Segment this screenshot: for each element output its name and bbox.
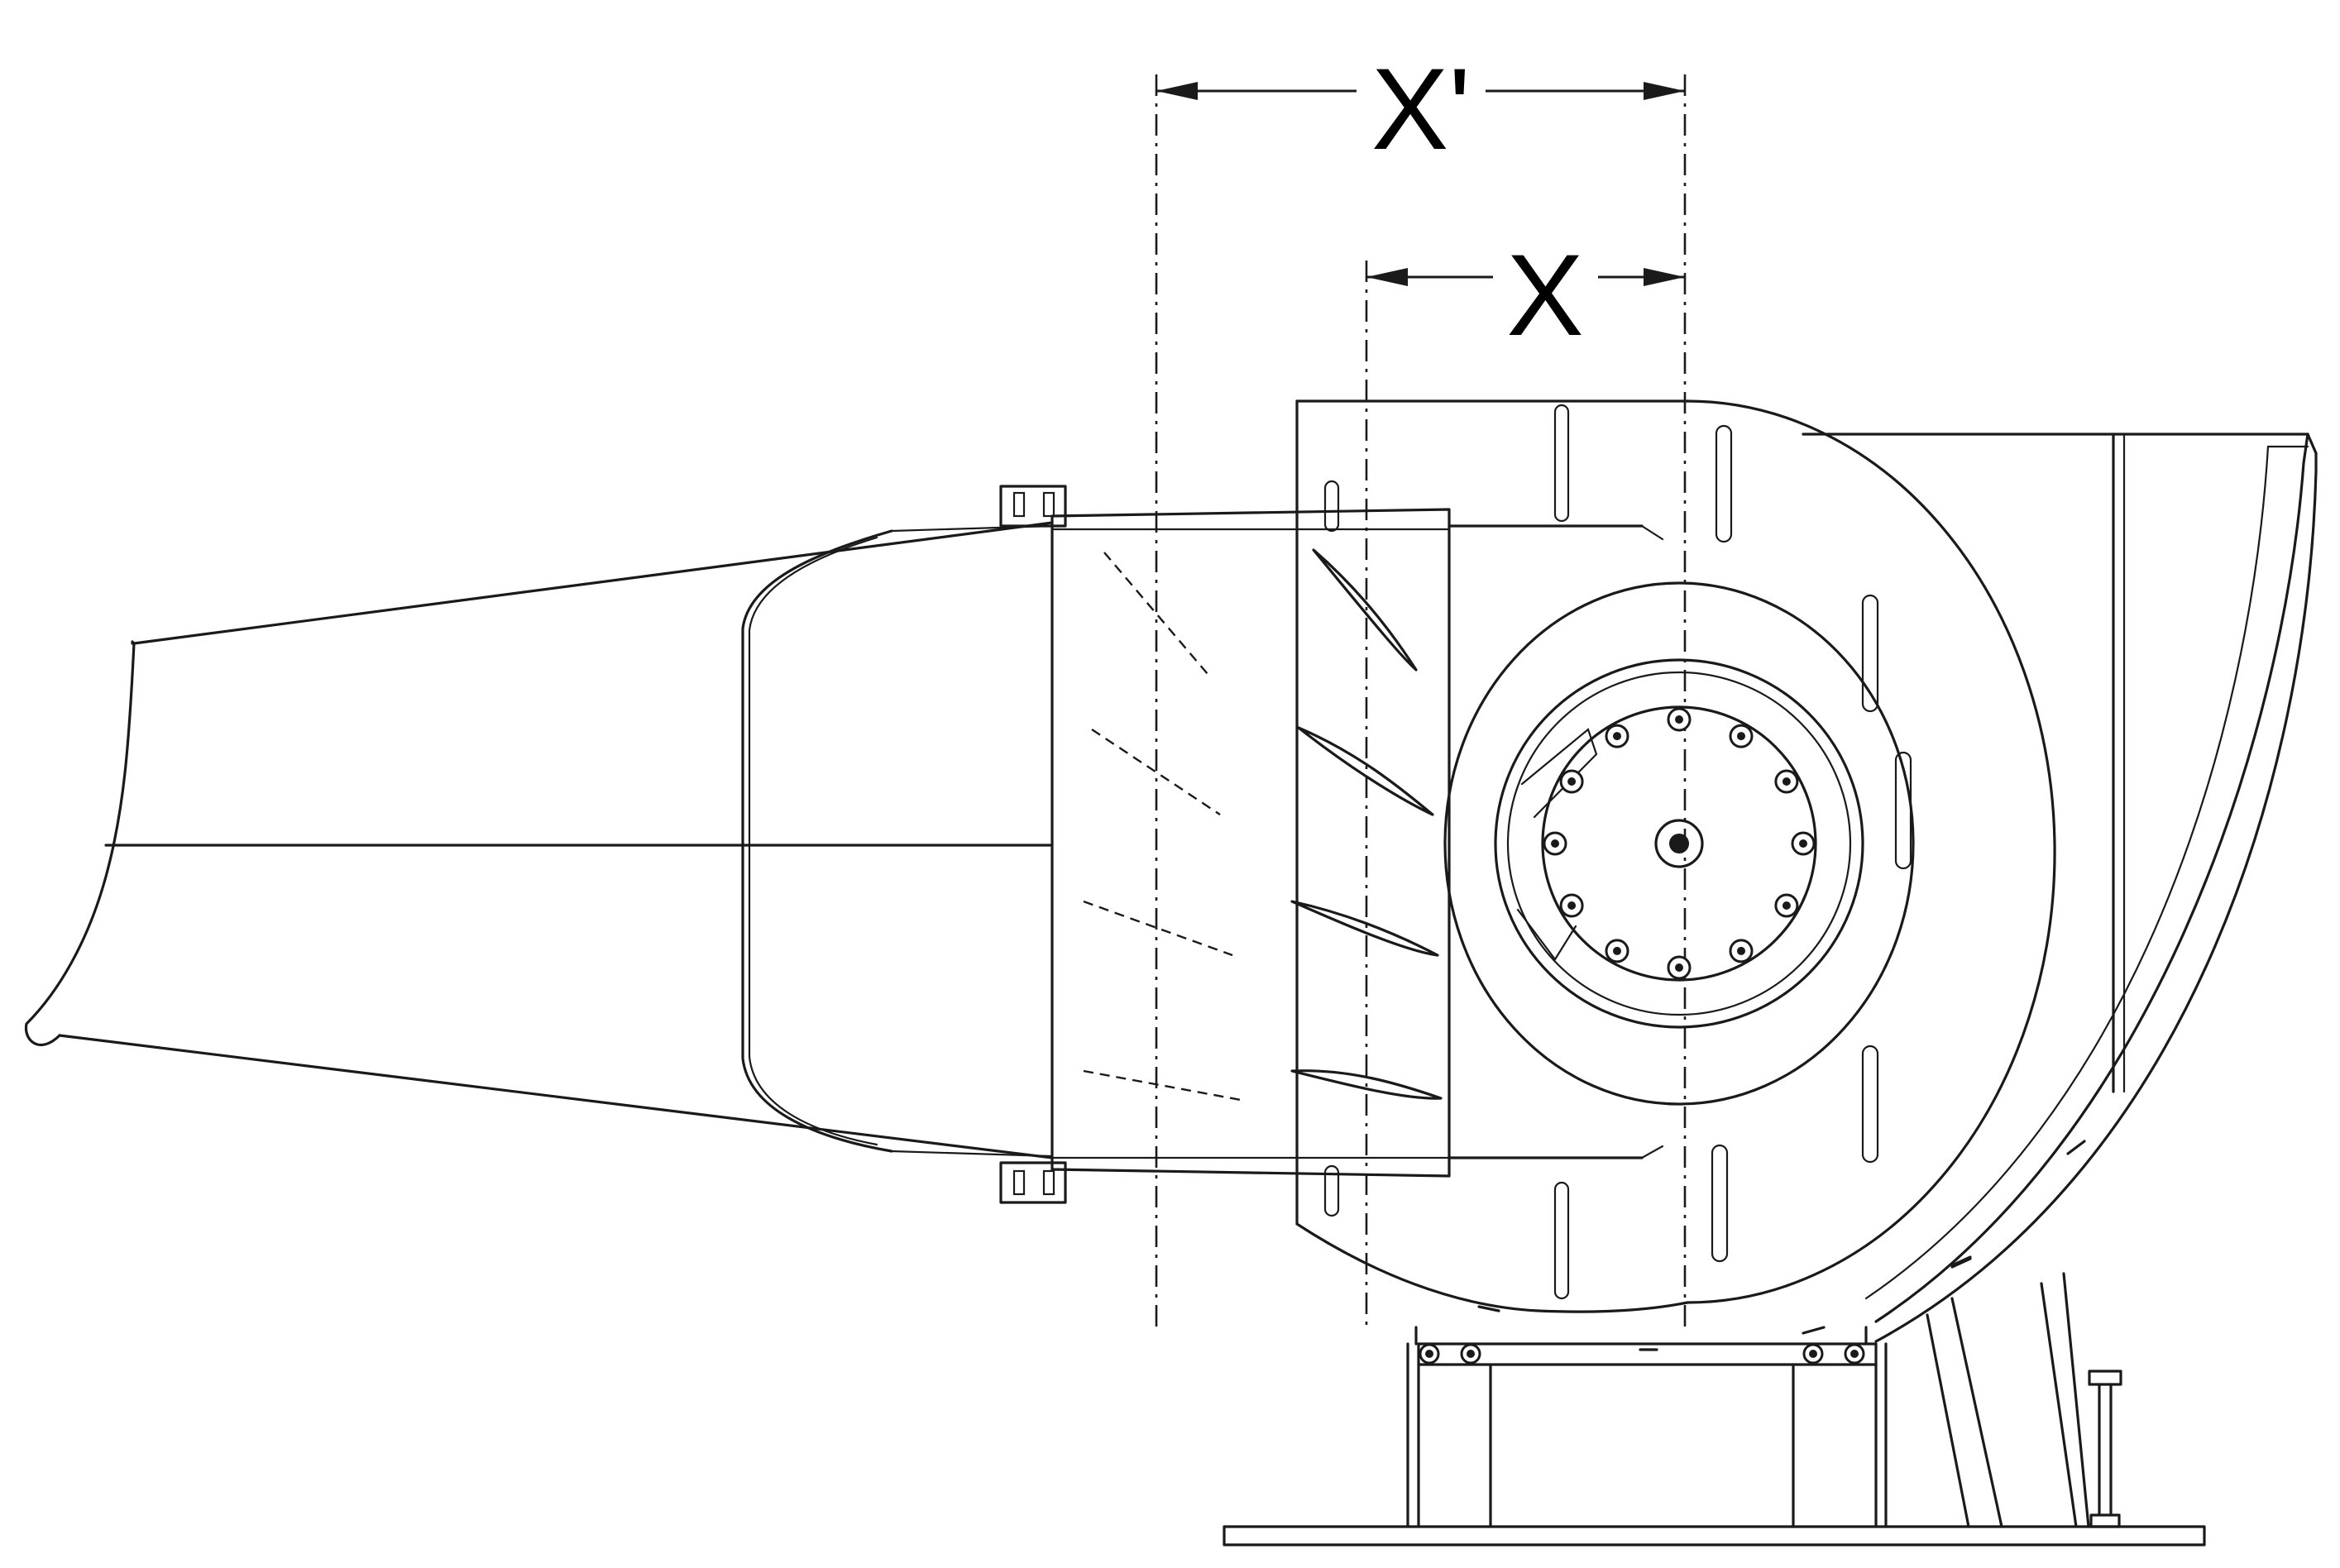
base-bolt-center bbox=[1809, 1350, 1817, 1358]
hub-bolt-center bbox=[1782, 777, 1791, 786]
inlet-vane-3 bbox=[1290, 900, 1439, 957]
inlet-vane-4 bbox=[1290, 1069, 1443, 1100]
inlet-vane-box bbox=[1050, 508, 1664, 1178]
support-base bbox=[1223, 1140, 2206, 1546]
outlet-duct bbox=[1802, 433, 2318, 1343]
base-bolt-center bbox=[1850, 1350, 1859, 1358]
hub-bolts bbox=[1543, 707, 1816, 980]
hub-bolt-center bbox=[1567, 777, 1577, 786]
flange-brackets bbox=[999, 485, 1067, 1204]
hub-bolt-circle bbox=[1541, 705, 1817, 982]
hub-bolt-center bbox=[1567, 901, 1577, 910]
wheel-shroud bbox=[1443, 581, 1915, 1106]
base-bolt-center bbox=[1425, 1350, 1433, 1358]
shaft-icon bbox=[1654, 819, 1704, 868]
hub-bolt-center bbox=[1551, 839, 1559, 848]
hub-bolt-center bbox=[1799, 839, 1807, 848]
reference-lines bbox=[1155, 74, 1687, 1331]
bottom-flange-bracket bbox=[999, 1161, 1067, 1204]
hub-bolt-center bbox=[1613, 946, 1621, 955]
top-flange-bracket bbox=[999, 485, 1067, 528]
hub-bolt-center bbox=[1737, 946, 1745, 955]
impeller-hub bbox=[1494, 658, 1864, 1029]
dimension-x-prime: X' bbox=[1156, 44, 1685, 174]
anchor-bolt-head bbox=[2088, 1370, 2122, 1386]
dimension-label-x: X bbox=[1506, 230, 1583, 360]
inlet-vane-1 bbox=[1312, 548, 1418, 672]
hub-bolt-center bbox=[1675, 963, 1683, 972]
inlet-vane-2 bbox=[1297, 726, 1434, 816]
dimension-label-x-prime: X' bbox=[1371, 44, 1471, 174]
hub-bolt-center bbox=[1737, 732, 1745, 741]
base-bolt-center bbox=[1467, 1350, 1475, 1358]
hub-bolt-center bbox=[1613, 732, 1621, 741]
base-plate bbox=[1223, 1525, 2206, 1546]
dimension-x: X bbox=[1366, 230, 1685, 360]
scroll-housing bbox=[1295, 399, 2056, 1313]
hub-bolt-center bbox=[1782, 901, 1791, 910]
hub-bolt-center bbox=[1675, 715, 1683, 724]
base-bolts bbox=[1419, 1343, 1865, 1365]
inlet-cone bbox=[24, 521, 1054, 1159]
housing-scroll-curve bbox=[1686, 399, 2056, 1304]
